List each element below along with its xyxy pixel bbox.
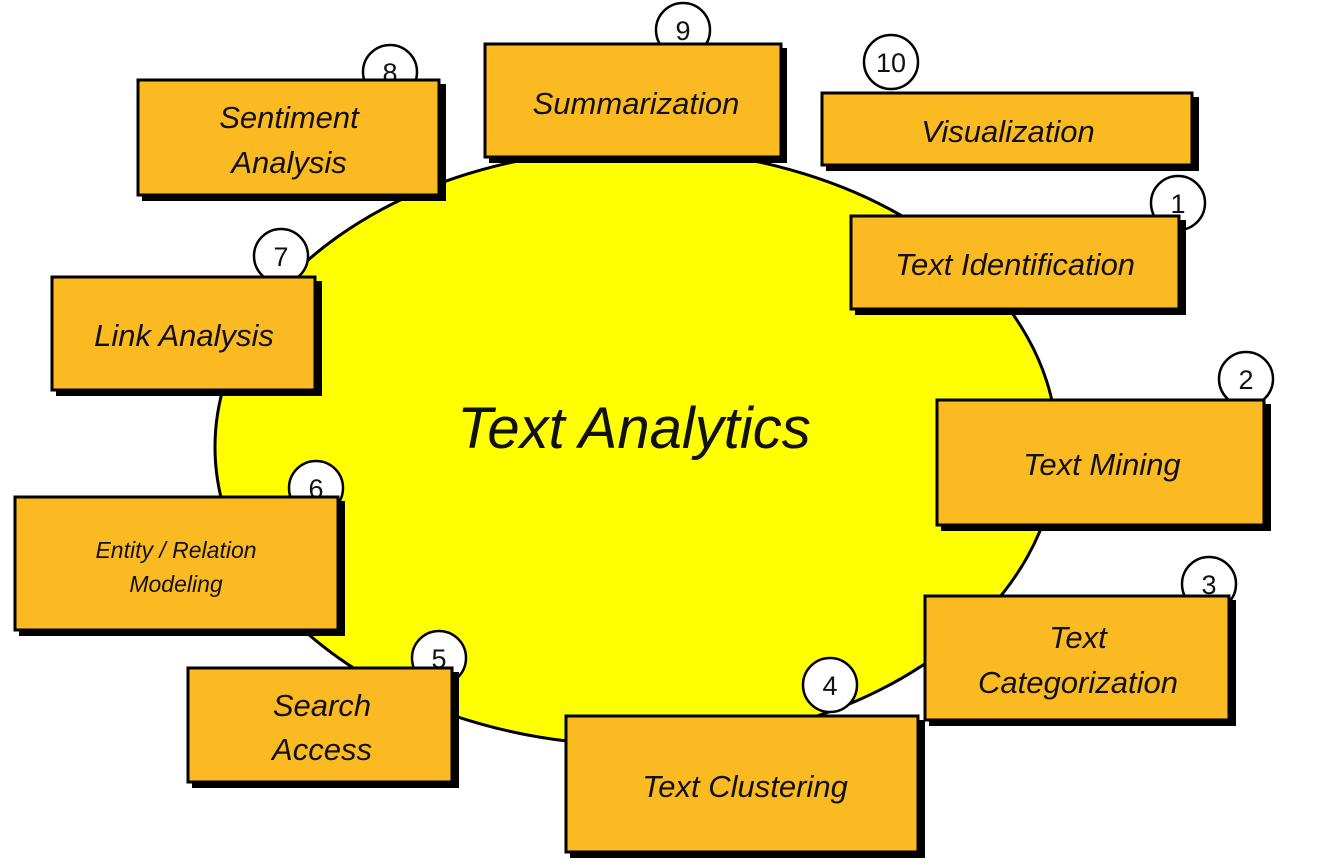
node-label: Text Mining [1023, 447, 1180, 482]
badge-7: 7 [273, 242, 288, 272]
node-entity-relation-modeling: Entity / Relation Modeling [13, 495, 345, 636]
node-text-categorization: Text Categorization [923, 594, 1236, 726]
node-text-identification: Text Identification [849, 214, 1186, 315]
node-link-analysis: Link Analysis [50, 275, 322, 396]
badge-2: 2 [1238, 365, 1253, 395]
node-visualization: Visualization [820, 91, 1199, 171]
node-label: Sentiment [219, 100, 360, 135]
node-text-mining: Text Mining [935, 398, 1271, 531]
badge-3: 3 [1201, 570, 1216, 600]
node-label: Analysis [229, 145, 346, 180]
node-sentiment-analysis: Sentiment Analysis [136, 78, 446, 201]
node-label: Link Analysis [94, 318, 274, 353]
node-text-clustering: Text Clustering [564, 714, 925, 858]
node-label: Modeling [129, 571, 223, 597]
node-summarization: Summarization [483, 42, 787, 163]
node-label: Entity / Relation [95, 537, 256, 563]
node-label: Search [273, 688, 371, 723]
node-label: Categorization [978, 665, 1178, 700]
badge-1: 1 [1170, 189, 1185, 219]
node-label: Visualization [921, 114, 1094, 149]
central-title: Text Analytics [457, 396, 811, 461]
node-label: Access [270, 732, 372, 767]
node-label: Summarization [533, 86, 740, 121]
node-label: Text [1049, 620, 1108, 655]
node-label: Text Clustering [642, 769, 848, 804]
badge-10: 10 [876, 48, 906, 78]
node-label: Text Identification [895, 247, 1135, 282]
badge-4: 4 [822, 671, 837, 701]
badge-9: 9 [675, 16, 690, 46]
node-search-access: Search Access [186, 666, 459, 788]
